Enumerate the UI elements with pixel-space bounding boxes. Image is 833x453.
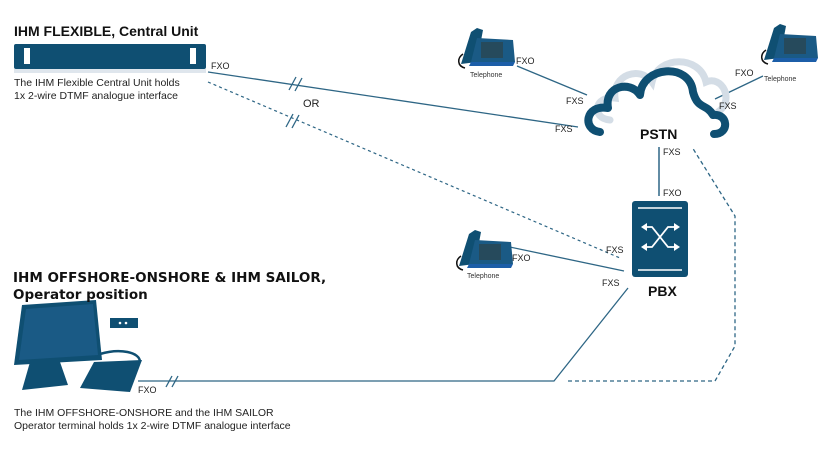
- link-central-unit-pbx-alt: [207, 81, 621, 259]
- pbx-port-label: FXS: [606, 245, 624, 255]
- pstn-cloud-icon: [584, 58, 730, 138]
- link-telephone1-pstn: [516, 65, 588, 96]
- line-break-mark: [285, 113, 300, 129]
- operator-port-label: FXO: [138, 385, 157, 395]
- telephone-port-label: FXO: [735, 68, 754, 78]
- pbx-port-label: FXO: [663, 188, 682, 198]
- central-unit-device: [14, 44, 206, 73]
- line-break-mark: [288, 76, 303, 92]
- central-unit-port-label: FXO: [211, 61, 230, 71]
- link-central-unit-pstn: [207, 71, 579, 128]
- operator-title-line2: Operator position: [13, 287, 148, 303]
- link-telephone3-pbx: [504, 245, 625, 272]
- pstn-port-label: FXS: [663, 147, 681, 157]
- link-operator-pbx: [138, 287, 629, 382]
- operator-description-line1: The IHM OFFSHORE-ONSHORE and the IHM SAI…: [14, 407, 274, 419]
- pstn-port-label: FXS: [566, 96, 584, 106]
- link-operator-pstn-alt: [568, 146, 736, 382]
- pstn-port-label: FXS: [555, 124, 573, 134]
- central-unit-title: IHM FLEXIBLE, Central Unit: [14, 23, 199, 39]
- central-unit-description-line2: 1x 2-wire DTMF analogue interface: [14, 90, 178, 102]
- pbx-port-label: FXS: [602, 278, 620, 288]
- pstn-label: PSTN: [640, 126, 678, 142]
- telephone-port-label: FXO: [512, 253, 531, 263]
- telephone-icon: [456, 230, 513, 271]
- or-label: OR: [303, 98, 320, 110]
- operator-terminal-icon: [14, 300, 142, 392]
- operator-title: IHM OFFSHORE-ONSHORE & IHM SAILOR, Opera…: [13, 270, 326, 304]
- operator-description: The IHM OFFSHORE-ONSHORE and the IHM SAI…: [14, 407, 291, 433]
- telephone-icon: [458, 28, 515, 69]
- telephone-label: Telephone: [764, 76, 797, 83]
- telephone-port-label: FXO: [516, 56, 535, 66]
- operator-title-line1: IHM OFFSHORE-ONSHORE & IHM SAILOR,: [13, 270, 327, 286]
- telephone-label: Telephone: [470, 72, 503, 79]
- telephone-icon: [761, 24, 818, 65]
- pstn-port-label: FXS: [719, 101, 737, 111]
- pbx-device-icon: [632, 201, 688, 277]
- pbx-label: PBX: [648, 283, 677, 299]
- line-break-mark: [165, 375, 179, 388]
- central-unit-description-line1: The IHM Flexible Central Unit holds: [14, 77, 180, 89]
- central-unit-description: The IHM Flexible Central Unit holds 1x 2…: [14, 77, 180, 103]
- telephone-label: Telephone: [467, 273, 500, 280]
- operator-description-line2: Operator terminal holds 1x 2-wire DTMF a…: [14, 420, 291, 432]
